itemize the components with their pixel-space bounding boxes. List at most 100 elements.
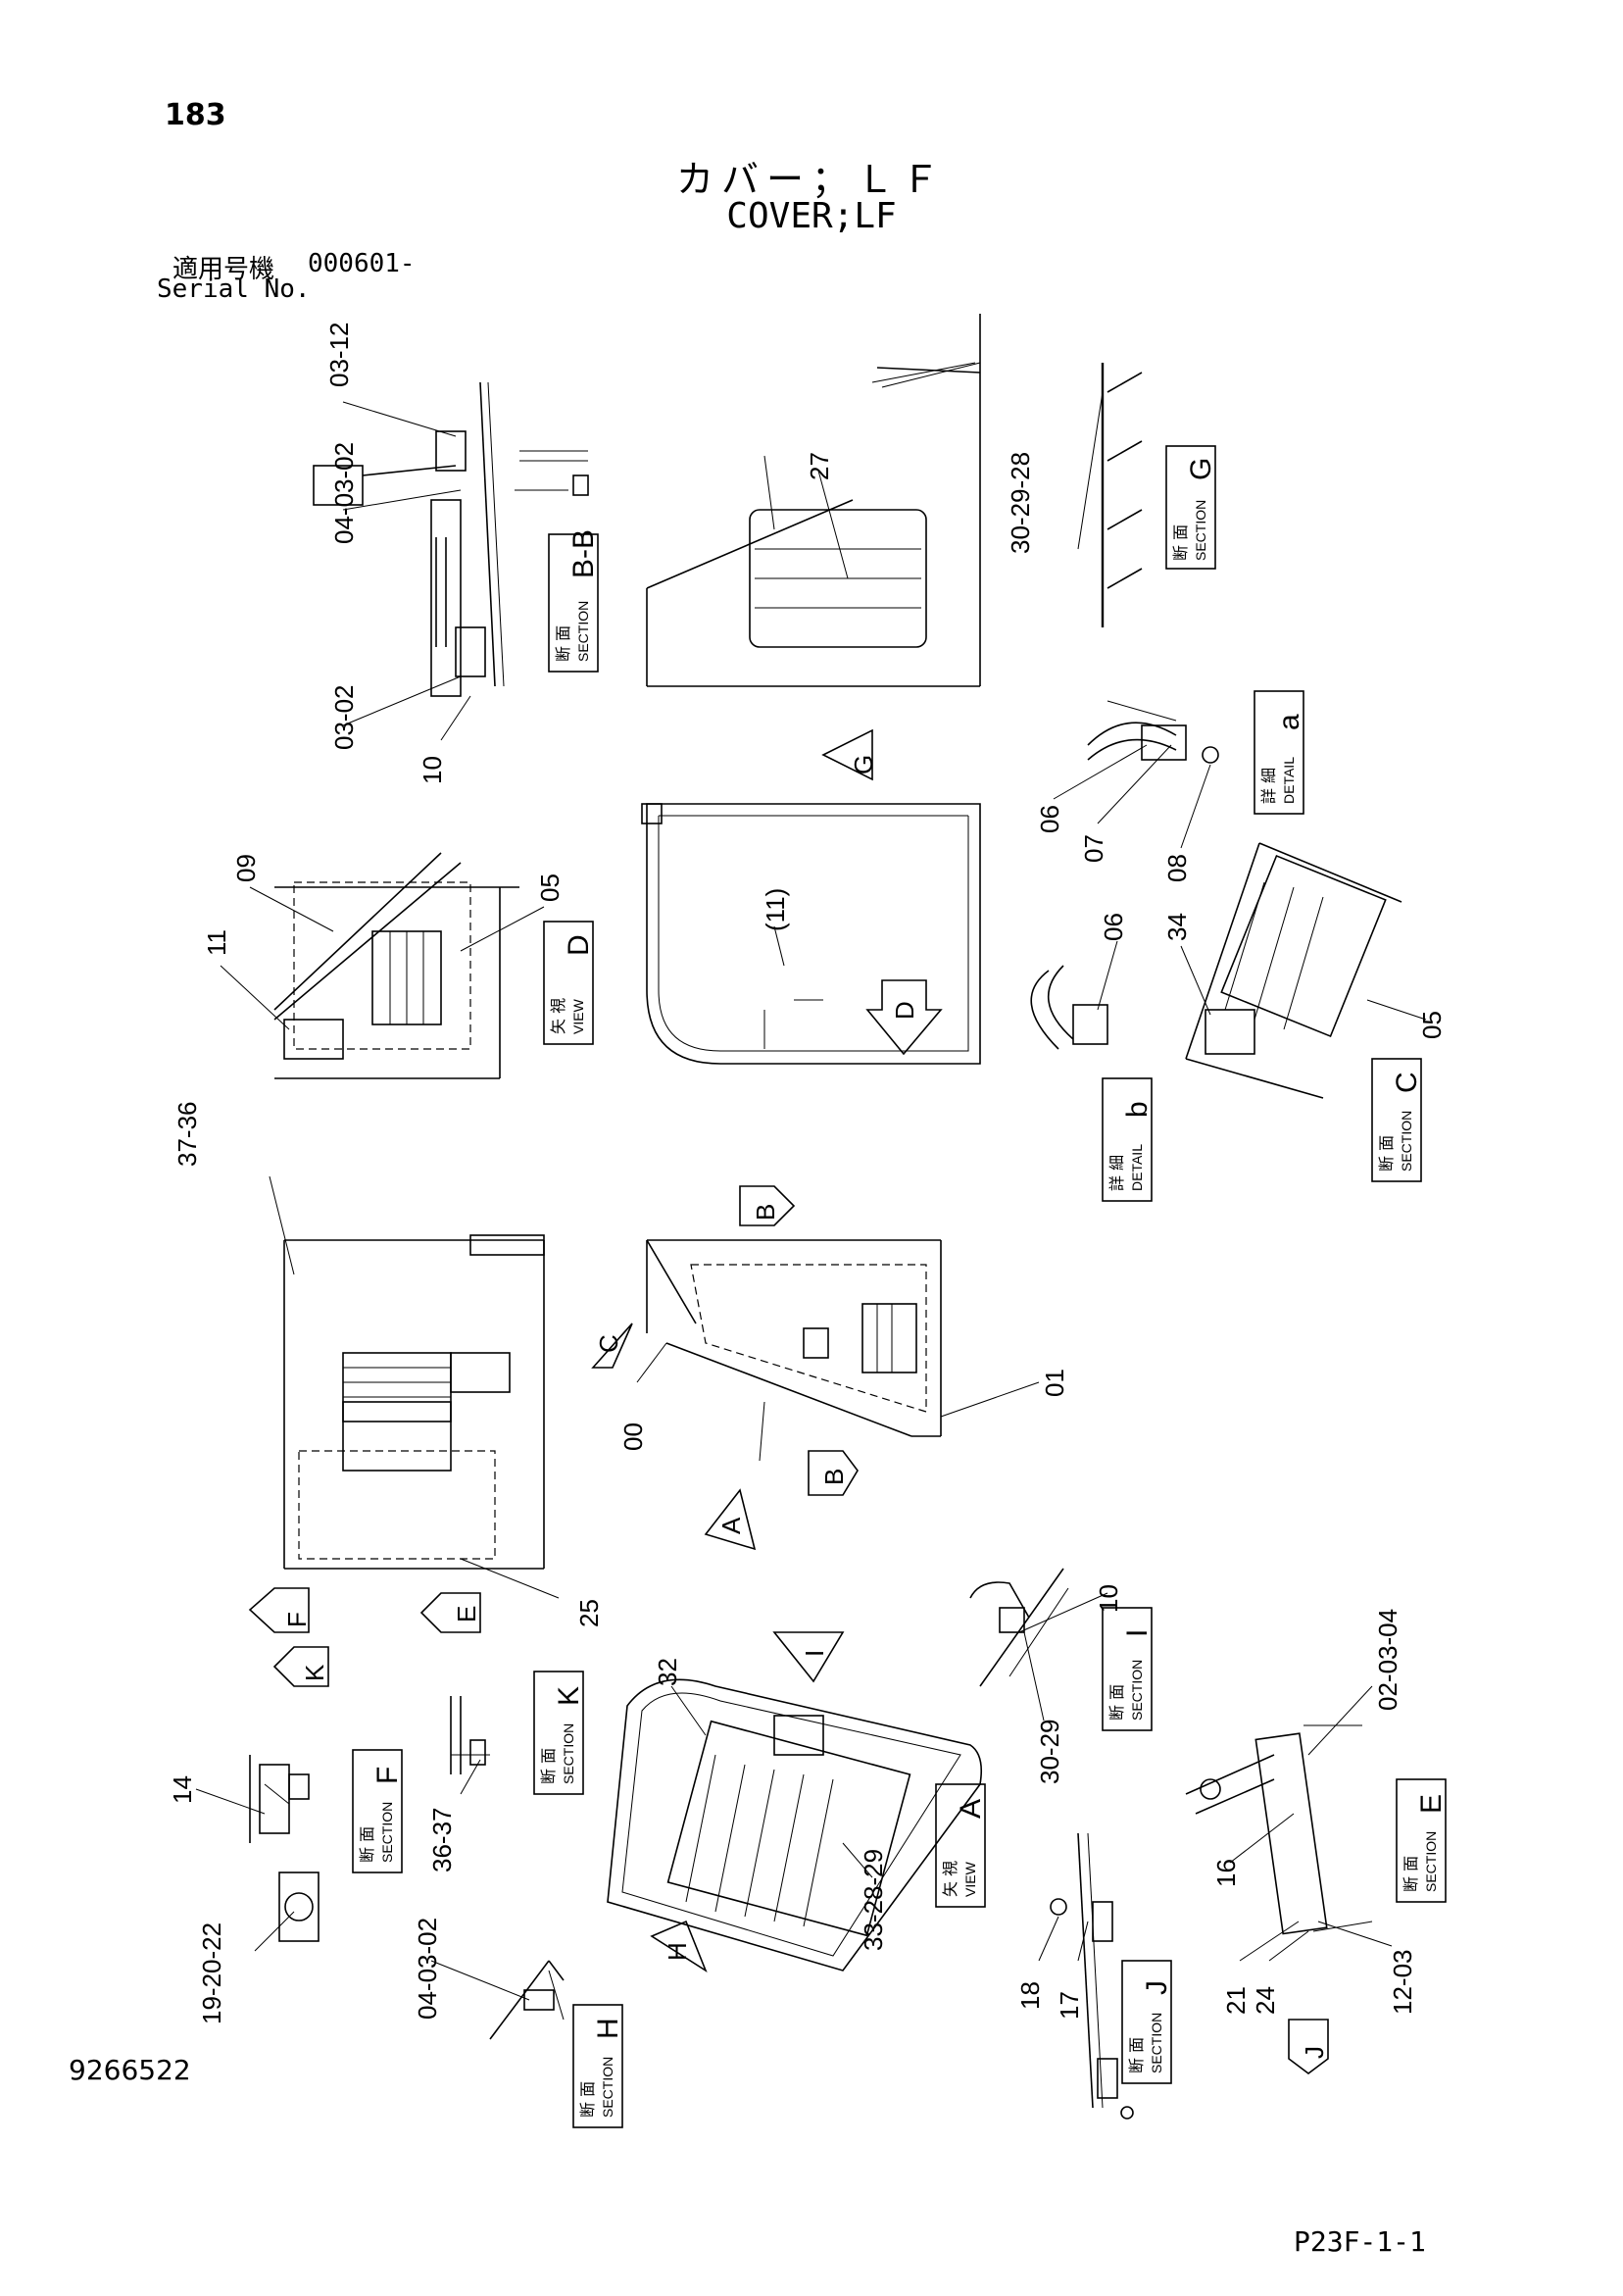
svg-text:詳 細: 詳 細 <box>1107 1155 1126 1191</box>
section-label-i: 断 面 SECTION I <box>1102 1607 1154 1731</box>
svg-text:断 面: 断 面 <box>1107 1684 1126 1721</box>
svg-text:H: H <box>592 2018 624 2039</box>
svg-text:SECTION: SECTION <box>561 1723 576 1784</box>
svg-text:矢 視: 矢 視 <box>941 1861 959 1897</box>
svg-text:A: A <box>955 1799 987 1819</box>
svg-text:詳 細: 詳 細 <box>1259 768 1278 804</box>
view-arrow-d: D <box>865 979 943 1056</box>
serial-value: 000601- <box>308 249 416 278</box>
svg-text:F: F <box>371 1767 404 1784</box>
callout-36-37: 36-37 <box>427 1808 457 1873</box>
view-arrow-g: G <box>821 728 878 781</box>
svg-text:B: B <box>819 1469 849 1485</box>
svg-text:E: E <box>452 1606 481 1622</box>
section-label-c: 断 面 SECTION C <box>1371 1058 1423 1182</box>
page-reference: P23F-1-1 <box>1294 2225 1426 2258</box>
svg-text:a: a <box>1273 714 1305 730</box>
section-label-k: 断 面 SECTION K <box>533 1671 585 1795</box>
view-d-drawing <box>273 852 519 1079</box>
section-j-drawing <box>1050 1832 1134 2120</box>
callout-07: 07 <box>1079 834 1108 863</box>
svg-text:断 面: 断 面 <box>1171 524 1190 561</box>
svg-text:断 面: 断 面 <box>554 625 572 662</box>
svg-text:K: K <box>553 1686 585 1706</box>
callout-24: 24 <box>1251 1986 1280 2015</box>
section-label-e: 断 面 SECTION E <box>1396 1778 1448 1903</box>
svg-text:断 面: 断 面 <box>1377 1135 1396 1172</box>
svg-text:J: J <box>1300 2046 1329 2059</box>
callout-06-b: 06 <box>1099 913 1128 941</box>
callout-09: 09 <box>231 854 261 882</box>
view-a-drawing <box>607 1678 983 1972</box>
view-arrow-f: F <box>248 1587 312 1633</box>
svg-text:K: K <box>300 1664 329 1681</box>
svg-text:SECTION: SECTION <box>600 2057 615 2118</box>
view-arrow-e: E <box>419 1592 481 1633</box>
callout-06: 06 <box>1035 805 1064 833</box>
svg-text:G: G <box>849 755 878 774</box>
serial-label-japanese: 適用号機 <box>172 255 275 284</box>
section-c-drawing <box>1185 842 1402 1099</box>
svg-text:C: C <box>594 1334 623 1353</box>
section-label-view-a: 矢 視 VIEW A <box>935 1783 987 1908</box>
section-i-drawing <box>969 1568 1069 1687</box>
callout-16: 16 <box>1211 1859 1241 1887</box>
svg-text:SECTION: SECTION <box>379 1802 395 1863</box>
cover-center-main <box>646 1239 942 1462</box>
svg-text:DETAIL: DETAIL <box>1129 1144 1145 1191</box>
cover-left-panel <box>283 1234 545 1570</box>
callout-19-20-22: 19-20-22 <box>197 1922 226 2024</box>
callout-14: 14 <box>168 1775 197 1804</box>
callout-17: 17 <box>1055 1991 1084 2020</box>
detail-a-drawing <box>1087 700 1219 764</box>
callout-10: 10 <box>418 756 447 784</box>
cover-middle-panel <box>641 803 981 1065</box>
detail-b-drawing <box>1030 965 1108 1050</box>
callout-37-36: 37-36 <box>172 1102 202 1168</box>
section-label-detail-a: 詳 細 DETAIL a <box>1254 690 1305 815</box>
callout-11: 11 <box>202 929 231 956</box>
callout-04-03-02: 04-03-02 <box>329 442 359 544</box>
section-label-detail-b: 詳 細 DETAIL b <box>1102 1077 1154 1202</box>
section-e-drawing <box>1185 1724 1373 1935</box>
callout-03-12: 03-12 <box>324 323 354 388</box>
svg-text:E: E <box>1415 1794 1448 1814</box>
serial-label-english: Serial No. <box>157 275 311 304</box>
view-arrow-b-bottom: B <box>808 1450 859 1496</box>
svg-text:C: C <box>1391 1072 1423 1093</box>
view-arrow-a: A <box>704 1488 757 1551</box>
svg-text:VIEW: VIEW <box>570 998 586 1034</box>
callout-05: 05 <box>535 873 565 902</box>
view-arrow-j: J <box>1288 2019 1329 2074</box>
svg-text:D: D <box>563 934 595 956</box>
svg-text:J: J <box>1141 1980 1173 1995</box>
svg-text:H: H <box>663 1942 692 1961</box>
svg-text:断 面: 断 面 <box>578 2081 597 2118</box>
svg-text:DETAIL: DETAIL <box>1281 757 1297 804</box>
view-arrow-k: K <box>272 1646 329 1687</box>
svg-text:b: b <box>1121 1101 1154 1118</box>
svg-text:G: G <box>1185 458 1217 480</box>
svg-text:矢 視: 矢 視 <box>549 998 567 1034</box>
svg-text:断 面: 断 面 <box>539 1748 558 1784</box>
svg-text:SECTION: SECTION <box>1399 1111 1414 1172</box>
callout-12-03: 12-03 <box>1388 1950 1417 2016</box>
view-arrow-i: I <box>772 1631 845 1683</box>
section-label-j: 断 面 SECTION J <box>1121 1960 1173 2084</box>
section-label-g: 断 面 SECTION G <box>1165 445 1217 570</box>
title-english: COVER;LF <box>726 196 897 236</box>
callout-34: 34 <box>1162 913 1192 941</box>
svg-text:SECTION: SECTION <box>1149 2013 1164 2073</box>
section-label-h: 断 面 SECTION H <box>572 2004 624 2128</box>
section-bb-drawing <box>313 381 589 697</box>
section-h-drawing <box>489 1960 565 2040</box>
callout-21: 21 <box>1221 1986 1251 2015</box>
svg-text:A: A <box>716 1517 746 1534</box>
svg-text:F: F <box>282 1612 312 1627</box>
svg-text:B: B <box>751 1204 780 1221</box>
callout-32: 32 <box>653 1658 682 1686</box>
callout-03-02: 03-02 <box>329 685 359 751</box>
svg-text:I: I <box>1121 1629 1154 1637</box>
callout-30-29: 30-29 <box>1035 1720 1064 1785</box>
callout-02-03-04: 02-03-04 <box>1373 1609 1402 1711</box>
